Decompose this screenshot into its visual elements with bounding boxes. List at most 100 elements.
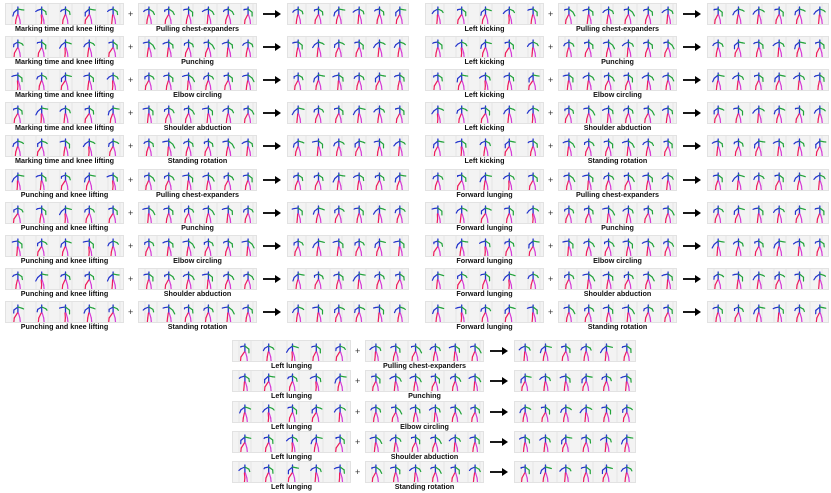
skeleton-figure: [84, 204, 95, 223]
composed-motion-strip: [707, 135, 829, 158]
first-motion-label: Marking time and knee lifting: [14, 57, 115, 67]
skeleton-figure: [793, 138, 805, 157]
result-arrow-icon: [683, 208, 701, 217]
skeleton-figure: [733, 204, 745, 223]
skeleton-figure: [774, 6, 784, 24]
skeleton-figure: [602, 271, 614, 289]
skeleton-figure: [431, 271, 445, 289]
skeleton-figure: [526, 304, 538, 322]
skeleton-figure: [223, 271, 235, 289]
plus-symbol: +: [548, 42, 554, 53]
skeleton-figure: [559, 373, 571, 392]
first-motion-label: Marking time and knee lifting: [14, 123, 115, 133]
composed-motion-strip: [287, 69, 409, 92]
source-motion-strip: [558, 102, 677, 125]
plus-symbol: +: [128, 141, 134, 152]
skeleton-figure: [60, 238, 72, 256]
first-motion-label: Forward lunging: [456, 255, 513, 265]
skeleton-figure: [389, 373, 402, 392]
skeleton-figure: [373, 138, 385, 157]
composed-motion-strip: [287, 102, 409, 125]
skeleton-figure: [518, 434, 531, 452]
skeleton-figure: [106, 72, 119, 91]
skeleton-figure: [222, 105, 235, 124]
source-motion-strip: [365, 370, 484, 393]
result-arrow-icon: [683, 274, 701, 283]
skeleton-figure: [293, 72, 304, 91]
skeleton-figure: [753, 138, 766, 157]
first-motion-label: Forward lunging: [456, 222, 513, 232]
source-motion-strip: [5, 168, 124, 191]
skeleton-figure: [661, 171, 674, 190]
skeleton-figure: [469, 434, 480, 452]
skeleton-figure: [504, 304, 516, 322]
plus-symbol: +: [128, 174, 134, 185]
result-arrow-icon: [683, 43, 701, 52]
skeleton-figure: [313, 72, 326, 91]
skeleton-figure: [432, 171, 444, 190]
skeleton-figure: [106, 171, 118, 190]
plus-symbol: +: [128, 108, 134, 119]
skeleton-figure: [480, 6, 492, 24]
skeleton-figure: [182, 271, 195, 289]
skeleton-figure: [712, 39, 724, 58]
skeleton-figure: [773, 238, 786, 256]
skeleton-figure: [663, 238, 675, 256]
skeleton-figure: [239, 343, 250, 361]
skeleton-figure: [371, 373, 381, 392]
skeleton-figure: [352, 271, 366, 289]
skeleton-figure: [456, 271, 468, 289]
skeleton-figure: [374, 238, 386, 256]
skeleton-figure: [285, 343, 299, 361]
skeleton-figure: [753, 72, 764, 91]
skeleton-figure: [754, 238, 764, 256]
second-motion-label: Pulling chest-expanders: [155, 189, 240, 199]
result-arrow-icon: [263, 307, 281, 316]
skeleton-figure: [390, 343, 401, 361]
first-motion-label: Left kicking: [464, 90, 505, 100]
skeleton-figure: [391, 403, 403, 422]
skeleton-figure: [528, 171, 538, 190]
skeleton-figure: [371, 464, 383, 483]
skeleton-figure: [752, 271, 766, 289]
second-motion-label: Shoulder abduction: [163, 123, 232, 133]
skeleton-figure: [643, 204, 654, 223]
skeleton-figure: [794, 105, 805, 124]
skeleton-figure: [369, 434, 383, 452]
second-motion-label: Shoulder abduction: [163, 288, 232, 298]
composed-motion-strip: [287, 3, 409, 25]
result-arrow-icon: [683, 76, 701, 85]
composed-motion-strip: [514, 400, 636, 423]
skeleton-figure: [732, 6, 745, 24]
skeleton-figure: [221, 39, 234, 58]
skeleton-figure: [733, 39, 746, 58]
plus-symbol: +: [548, 9, 554, 19]
source-motion-strip: [558, 267, 677, 290]
skeleton-figure: [243, 204, 254, 223]
skeleton-figure: [35, 6, 47, 24]
source-motion-strip: [558, 36, 677, 59]
skeleton-figure: [562, 72, 574, 91]
result-arrow-icon: [683, 241, 701, 250]
source-motion-strip: [558, 300, 677, 323]
skeleton-figure: [733, 105, 744, 124]
skeleton-figure: [222, 238, 234, 256]
skeleton-figure: [662, 204, 675, 223]
result-arrow-icon: [683, 109, 701, 118]
skeleton-figure: [202, 171, 215, 190]
skeleton-figure: [182, 238, 196, 256]
skeleton-figure: [333, 304, 345, 322]
skeleton-figure: [263, 464, 274, 483]
skeleton-figure: [563, 304, 576, 322]
skeleton-figure: [520, 464, 530, 483]
skeleton-figure: [239, 403, 252, 422]
skeleton-figure: [620, 434, 634, 452]
source-motion-strip: [232, 461, 351, 484]
skeleton-figure: [313, 6, 324, 24]
skeleton-figure: [183, 304, 194, 322]
result-arrow-icon: [490, 468, 508, 477]
skeleton-figure: [643, 6, 654, 24]
skeleton-figure: [107, 105, 120, 124]
source-motion-strip: [558, 69, 677, 92]
